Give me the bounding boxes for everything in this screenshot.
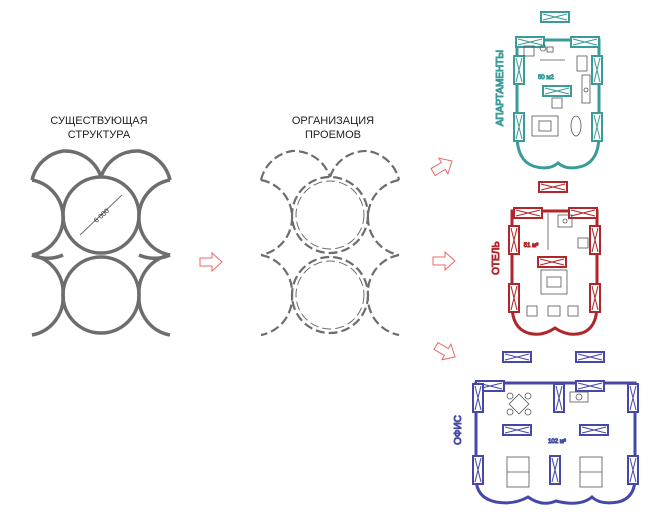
office-area: 102 м²: [548, 439, 566, 445]
arrow-icon: [428, 152, 458, 181]
arrow-icon: [199, 252, 223, 272]
existing-circles: [30, 149, 172, 337]
existing-structure-label: СУЩЕСТВУЮЩАЯ СТРУКТУРА: [50, 115, 147, 141]
existing-title-line1: СУЩЕСТВУЮЩАЯ: [50, 115, 147, 127]
diameter-dimension: 6 000: [93, 208, 111, 225]
apartments-label: АПАРТАМЕНТЫ: [495, 50, 506, 126]
openings-inner-lines: [295, 180, 365, 330]
openings-circles: [259, 149, 401, 337]
hotel-label: ОТЕЛЬ: [491, 241, 502, 275]
openings-title-line1: ОРГАНИЗАЦИЯ: [292, 115, 374, 127]
apartments-area: 50 м2: [538, 75, 554, 81]
hotel-area: 51 м²: [524, 243, 538, 249]
hotel-plan: 51 м² ОТЕЛЬ: [491, 181, 601, 336]
office-label: ОФИС: [453, 415, 464, 445]
arrow-icon: [432, 251, 456, 271]
openings-title-line2: ПРОЕМОВ: [305, 129, 361, 141]
openings-label: ОРГАНИЗАЦИЯ ПРОЕМОВ: [292, 115, 374, 141]
apartments-plan: 50 м2 АПАРТАМЕНТЫ: [495, 11, 603, 170]
diameter-line: [79, 194, 123, 236]
arrow-icon: [431, 337, 461, 366]
existing-title-line2: СТРУКТУРА: [68, 129, 131, 141]
office-plan: 102 м² ОФИС: [453, 351, 639, 505]
